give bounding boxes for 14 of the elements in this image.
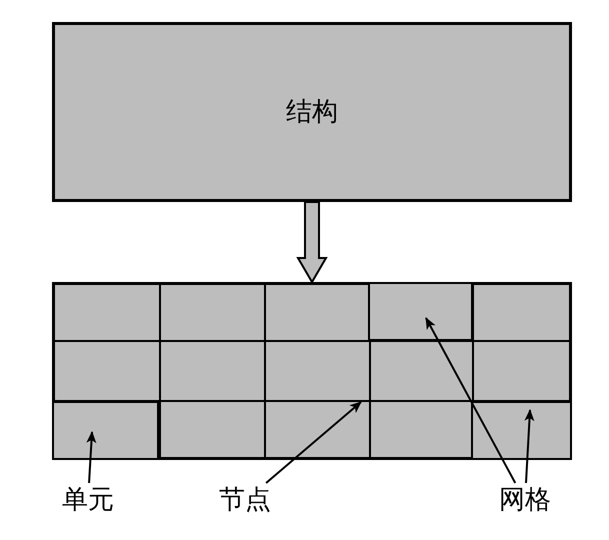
structure-box [52, 22, 572, 202]
callout-label: 网格 [495, 483, 555, 519]
callout-label: 节点 [215, 483, 275, 519]
structure-label: 结构 [286, 96, 338, 129]
mesh-grid [52, 282, 572, 460]
leader-arrow [86, 431, 96, 484]
leader-arrow [265, 401, 362, 484]
leader-arrow [524, 409, 534, 484]
block-arrow [296, 201, 328, 284]
grid-cell [471, 401, 572, 460]
grid-cell [368, 282, 473, 341]
callout-label: 单元 [58, 483, 118, 519]
grid-cell [52, 401, 159, 460]
leader-arrow [425, 317, 516, 484]
